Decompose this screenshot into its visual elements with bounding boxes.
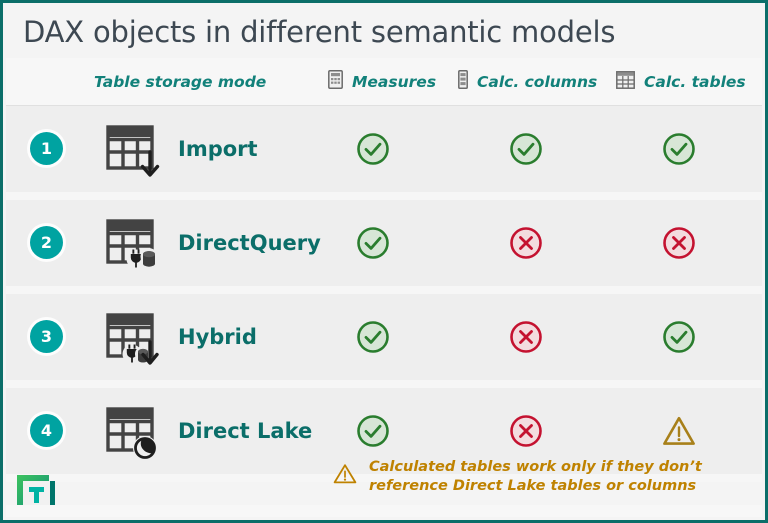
table-row: 4 Direct Lake bbox=[6, 388, 762, 474]
status-calc-columns bbox=[509, 320, 543, 354]
row-label: Direct Lake bbox=[178, 419, 313, 443]
column-header-storage-mode-label: Table storage mode bbox=[94, 72, 267, 91]
table-row: 3 bbox=[6, 294, 762, 380]
table-lake-icon bbox=[104, 406, 166, 464]
row-divider bbox=[6, 474, 762, 482]
status-calc-tables bbox=[662, 226, 696, 260]
table-download-icon bbox=[104, 124, 166, 182]
status-calc-tables-warning bbox=[662, 414, 696, 448]
column-header-calc-columns: Calc. columns bbox=[458, 58, 597, 105]
table-plug-database-icon bbox=[104, 218, 166, 276]
status-calc-columns bbox=[509, 414, 543, 448]
row-number-badge: 3 bbox=[30, 320, 63, 353]
status-measures bbox=[356, 226, 390, 260]
footnote: Calculated tables work only if they don’… bbox=[333, 458, 733, 496]
grid-table-icon bbox=[616, 70, 635, 93]
row-number-badge: 2 bbox=[30, 226, 63, 259]
column-header-measures: Measures bbox=[328, 58, 436, 105]
row-number-badge: 4 bbox=[30, 414, 63, 447]
status-measures bbox=[356, 414, 390, 448]
row-label: Import bbox=[178, 137, 258, 161]
column-icon bbox=[458, 70, 468, 93]
column-header-measures-label: Measures bbox=[352, 72, 437, 91]
table-row: 1 Import bbox=[6, 106, 762, 192]
status-calc-tables bbox=[662, 320, 696, 354]
bottom-strip bbox=[6, 505, 762, 517]
column-header-storage-mode: Table storage mode bbox=[94, 58, 266, 105]
status-measures bbox=[356, 320, 390, 354]
warning-triangle-icon bbox=[333, 463, 357, 490]
row-divider bbox=[6, 192, 762, 200]
row-number-badge: 1 bbox=[30, 132, 63, 165]
page-title: DAX objects in different semantic models bbox=[23, 15, 616, 49]
status-measures bbox=[356, 132, 390, 166]
row-label: Hybrid bbox=[178, 325, 257, 349]
calculator-icon bbox=[328, 70, 343, 93]
title-band: DAX objects in different semantic models bbox=[6, 6, 762, 58]
column-header-calc-tables-label: Calc. tables bbox=[644, 72, 746, 91]
row-divider bbox=[6, 380, 762, 388]
table-plug-download-icon bbox=[104, 312, 166, 370]
status-calc-columns bbox=[509, 226, 543, 260]
footnote-text: Calculated tables work only if they don’… bbox=[369, 459, 702, 495]
row-label: DirectQuery bbox=[178, 231, 321, 255]
column-header-calc-tables: Calc. tables bbox=[616, 58, 746, 105]
status-calc-columns bbox=[509, 132, 543, 166]
column-header-row: Table storage mode Measures bbox=[6, 58, 762, 106]
row-divider bbox=[6, 286, 762, 294]
status-calc-tables bbox=[662, 132, 696, 166]
column-header-calc-columns-label: Calc. columns bbox=[477, 72, 598, 91]
table-row: 2 bbox=[6, 200, 762, 286]
